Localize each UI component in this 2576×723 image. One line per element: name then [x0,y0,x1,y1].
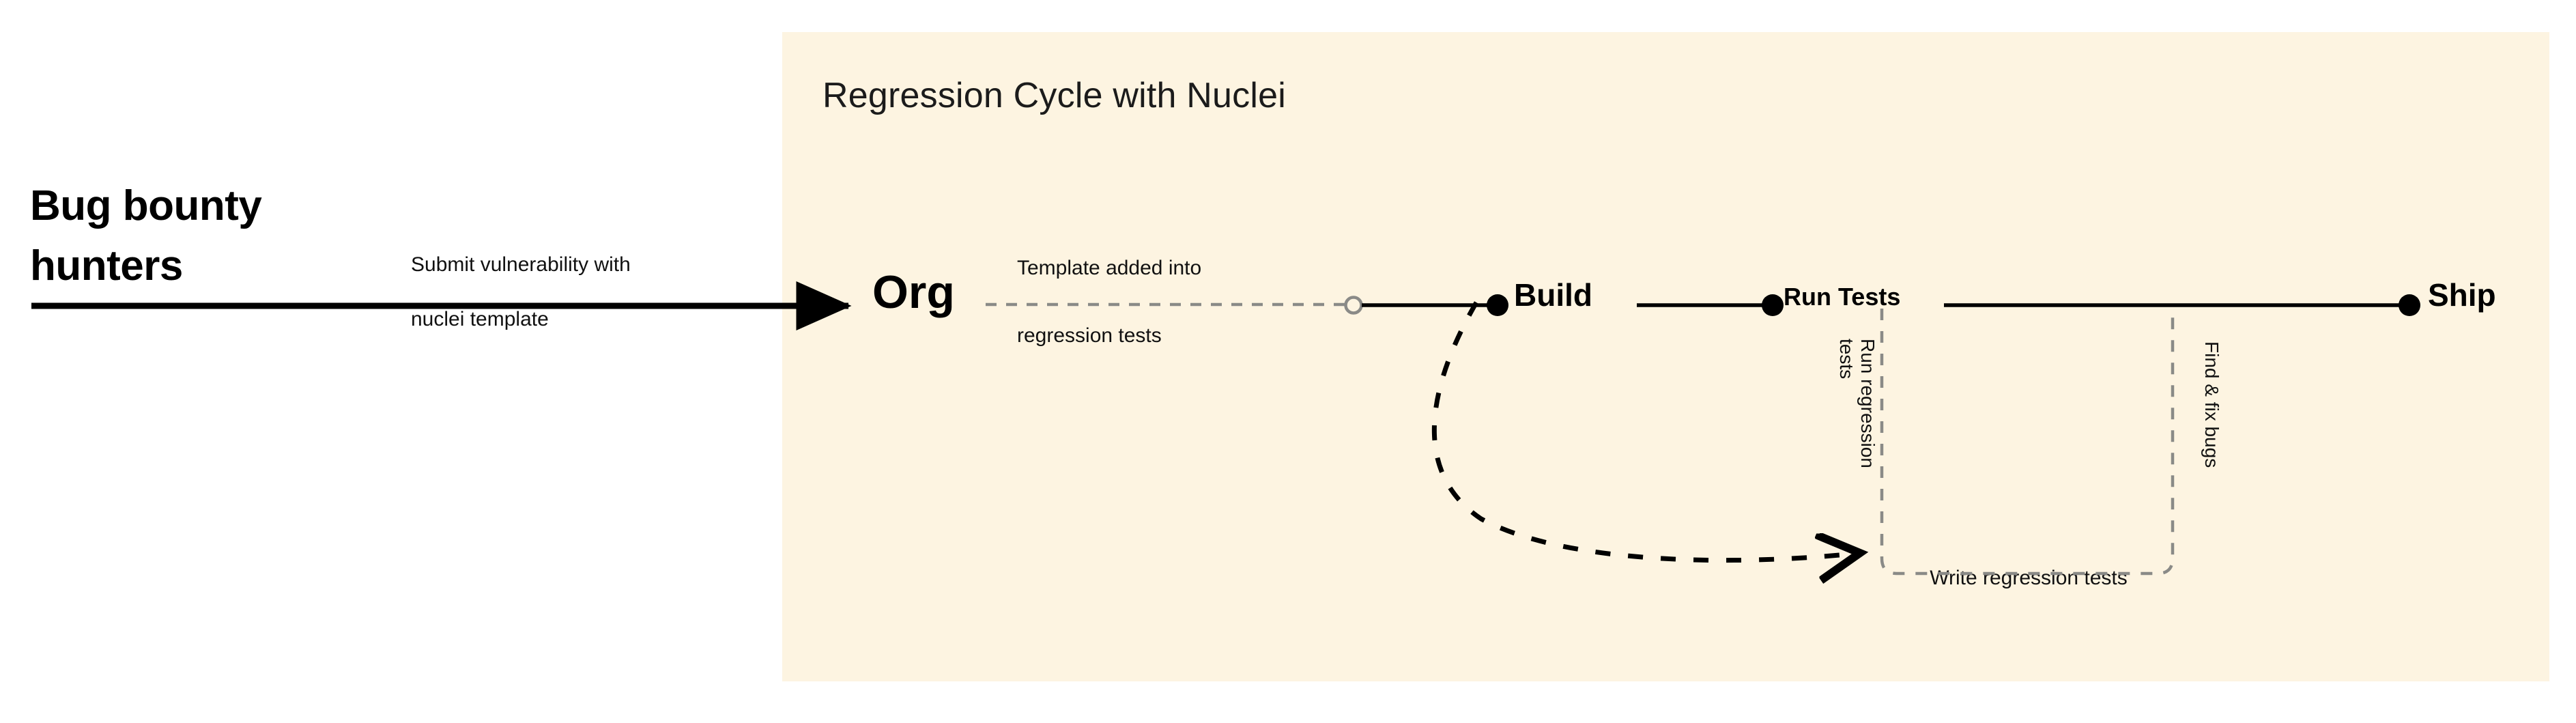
node-run-tests-label: Run Tests [1784,283,1901,311]
actor-label-line2: hunters [30,242,183,290]
node-org-label: Org [872,266,955,318]
page-title: Regression Cycle with Nuclei [822,76,1286,115]
actor-label-line1: Bug bounty [30,182,262,229]
edge-label-submit-line1: Submit vulnerability with [411,253,631,276]
edge-label-run-regression-line2: tests [1835,339,1857,380]
edge-label-find-fix-bugs: Find & fix bugs [2201,341,2222,468]
edge-label-template-line2: regression tests [1017,324,1162,347]
regression-cycle-panel [782,32,2549,681]
edge-label-run-regression-tests: Run regression tests [1835,339,1878,468]
node-ship-label: Ship [2428,277,2496,313]
edge-label-run-regression-line1: Run regression [1857,339,1878,468]
edge-label-template-line1: Template added into [1017,257,1202,279]
edge-label-submit-line2: nuclei template [411,308,549,330]
node-build-label: Build [1514,277,1592,313]
actor-bug-bounty-hunters: Bug bounty hunters [30,176,399,296]
edge-label-write-regression-tests: Write regression tests [1930,567,2128,589]
